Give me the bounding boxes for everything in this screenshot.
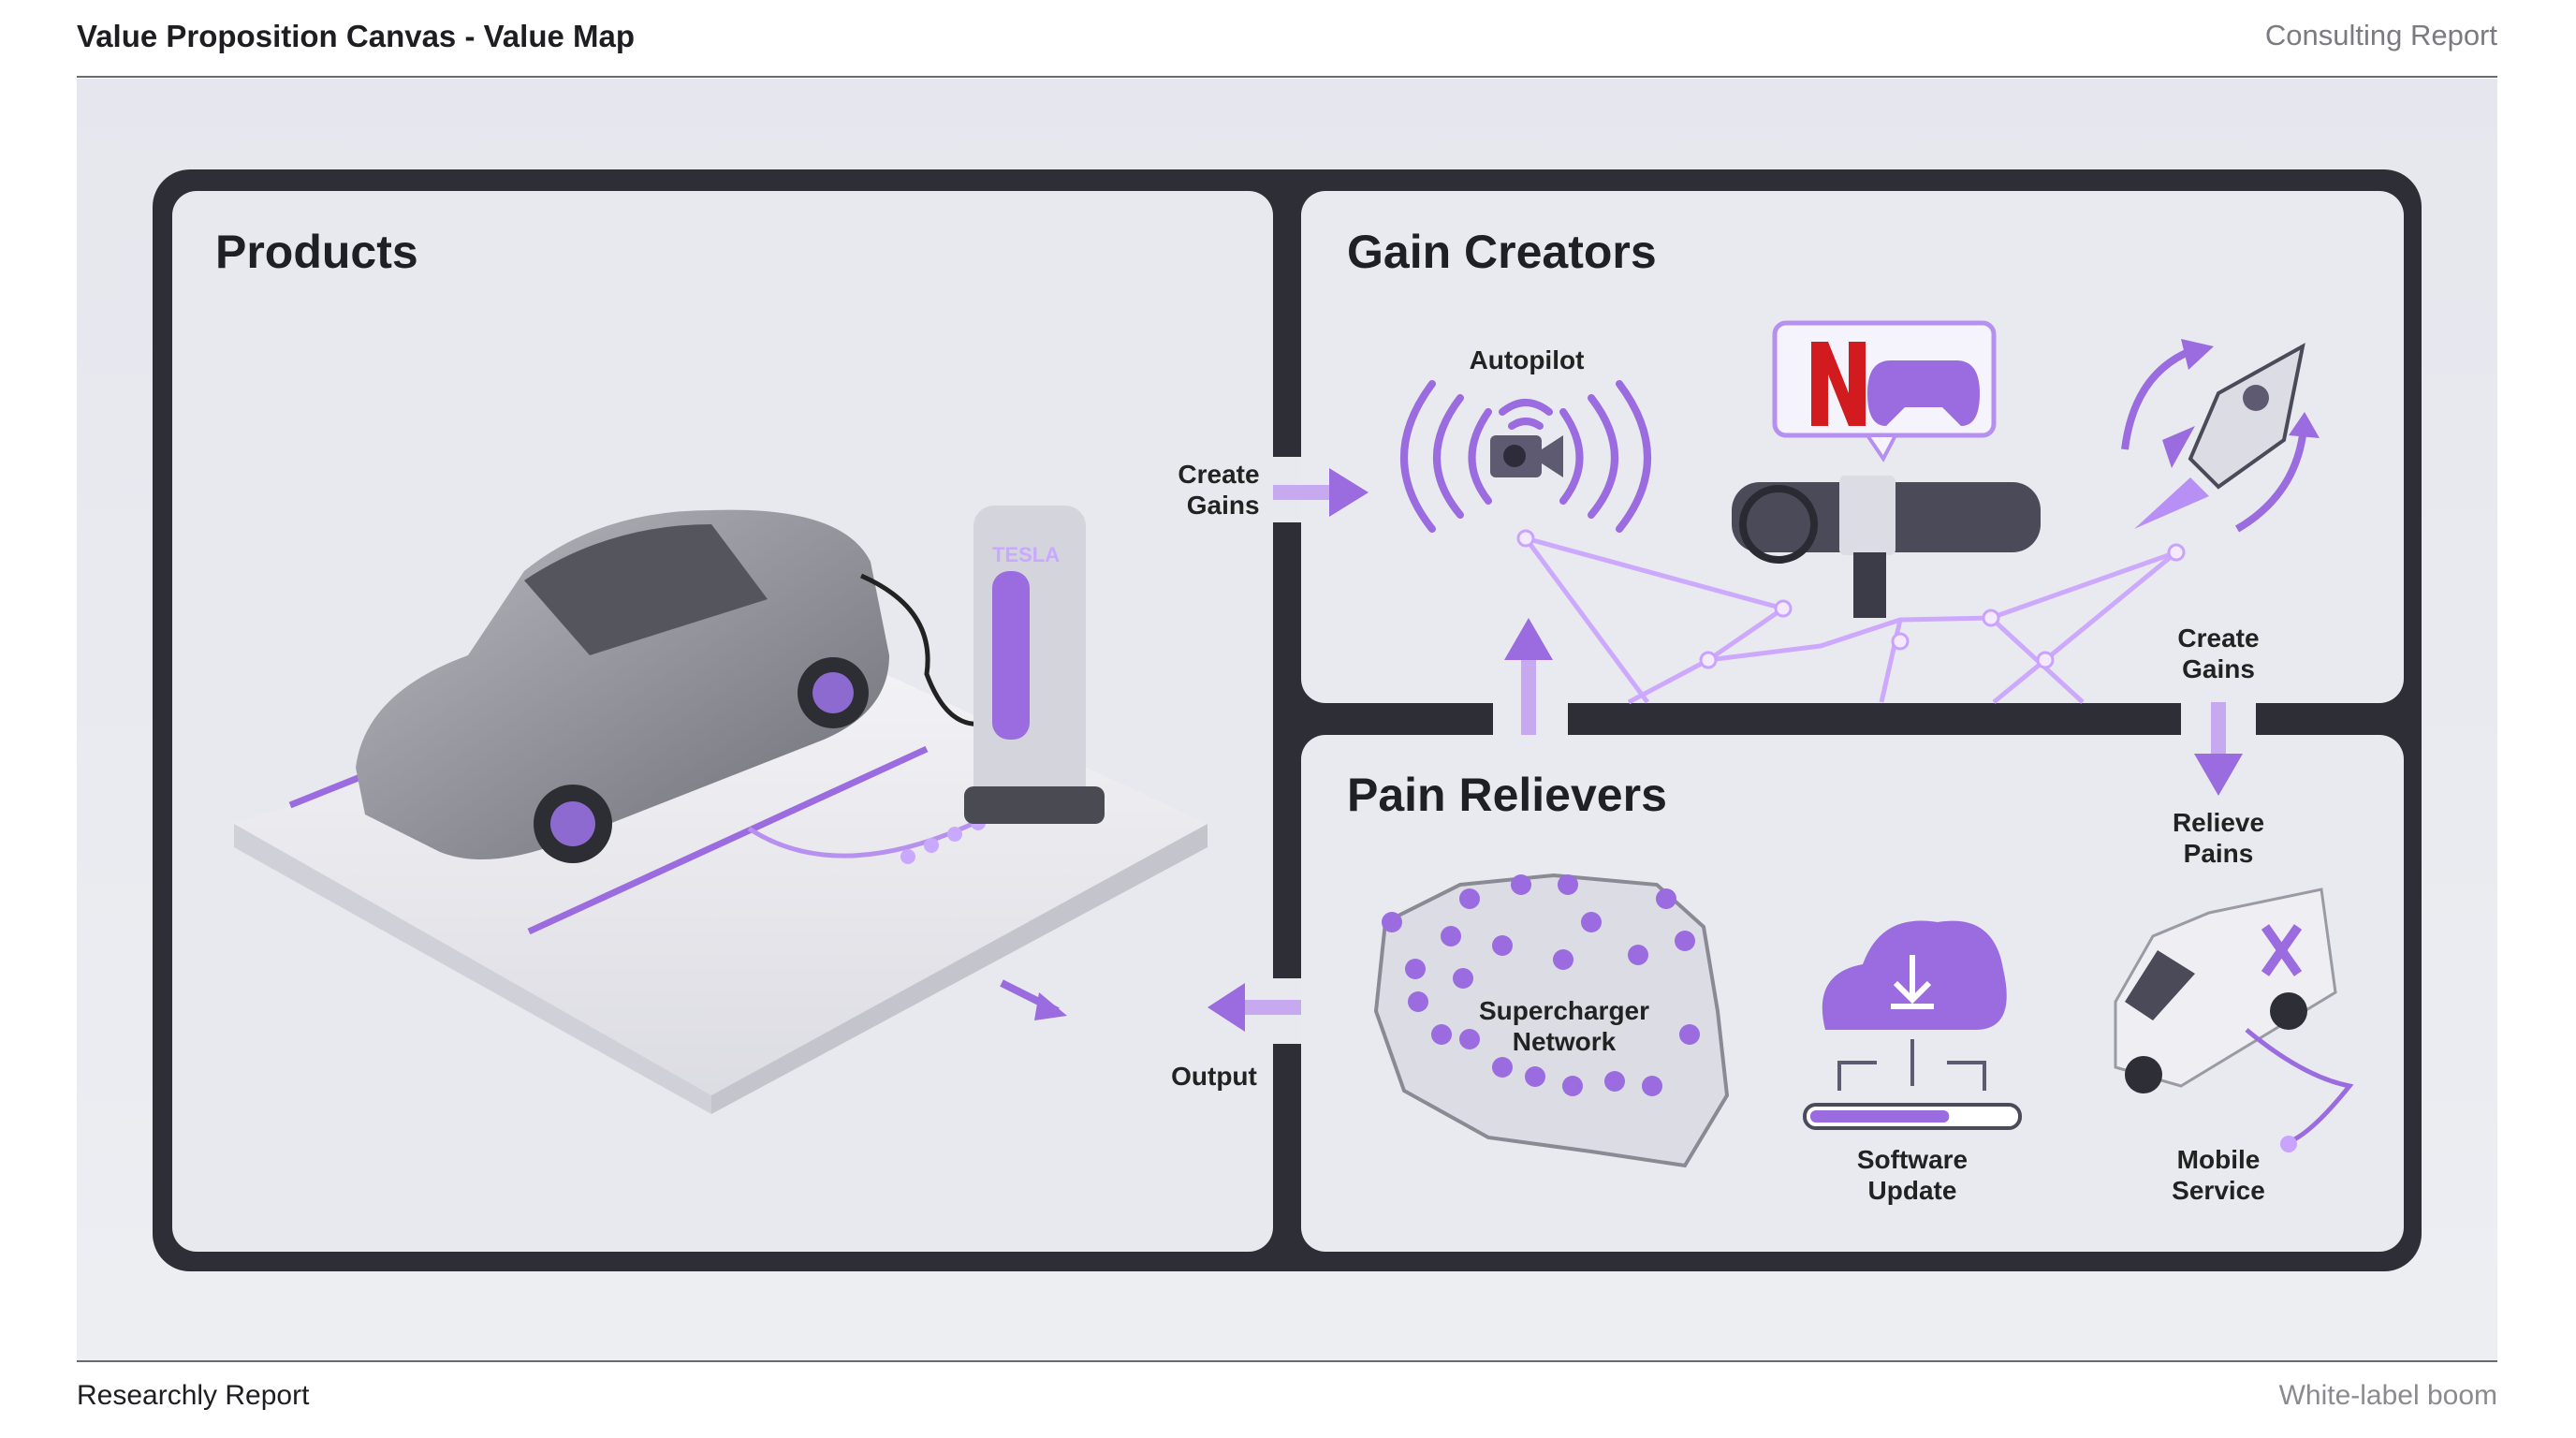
software-update-label: Software Update bbox=[1856, 1145, 1969, 1205]
rocket-icon bbox=[2121, 339, 2320, 533]
relieve-pains-label: Relieve Pains bbox=[2172, 808, 2265, 868]
gamepad-icon bbox=[1867, 360, 1980, 426]
header-divider bbox=[77, 76, 2497, 78]
footer-brand: Researchly Report bbox=[77, 1380, 310, 1411]
entertainment-bubble bbox=[1772, 320, 1997, 462]
cloud-download-icon bbox=[1822, 920, 2007, 1091]
dashboard-illustration bbox=[1732, 476, 2041, 618]
service-van-icon bbox=[2114, 888, 2354, 1152]
gain-creators-panel bbox=[1301, 191, 2404, 703]
charger-icon bbox=[964, 506, 1105, 824]
progress-bar bbox=[1803, 1103, 2022, 1130]
netflix-logo bbox=[1811, 342, 1866, 426]
output-arrow bbox=[1208, 983, 1301, 1032]
mobile-service-label: Mobile Service bbox=[2172, 1145, 2265, 1205]
report-type-label: Consulting Report bbox=[2264, 19, 2497, 51]
down-arrow bbox=[2194, 702, 2243, 796]
up-arrow bbox=[1504, 618, 1553, 735]
footer-divider bbox=[77, 1360, 2497, 1362]
map-pin-icons bbox=[1382, 874, 1700, 1096]
supercharger-map bbox=[1373, 873, 1730, 1168]
pain-relievers-title: Pain Relievers bbox=[1347, 769, 1667, 821]
charger-brand: TESLA bbox=[992, 543, 1060, 566]
car-charging-illustration: TESLA bbox=[234, 506, 1208, 1114]
create-gains-right-label: Create Gains bbox=[2177, 624, 2260, 683]
output-label: Output bbox=[1171, 1062, 1257, 1091]
supercharger-label: Supercharger Network bbox=[1478, 996, 1650, 1056]
autopilot-label: Autopilot bbox=[1469, 345, 1585, 374]
page-title: Value Proposition Canvas - Value Map bbox=[77, 19, 635, 53]
products-title: Products bbox=[215, 226, 418, 278]
footer-tagline: White-label boom bbox=[2278, 1380, 2497, 1411]
create-gains-arrow bbox=[1273, 468, 1368, 517]
gain-creators-title: Gain Creators bbox=[1347, 226, 1657, 278]
autopilot-camera-icon bbox=[1400, 380, 1651, 533]
create-gains-left-label: Create Gains bbox=[1178, 460, 1260, 520]
